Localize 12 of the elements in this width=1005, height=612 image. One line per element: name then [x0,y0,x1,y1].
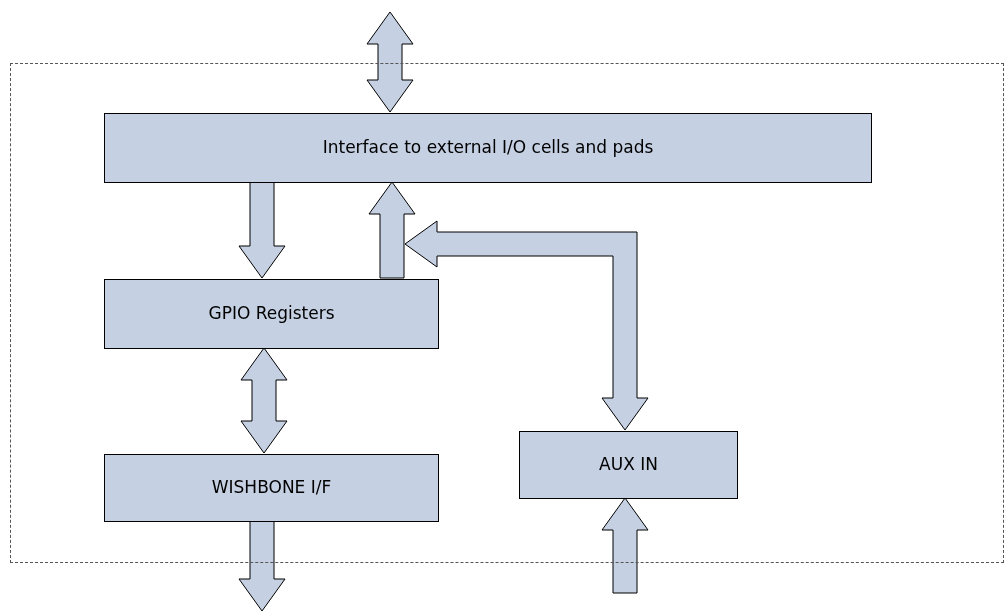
block-arrow [240,347,288,454]
block: AUX IN [519,431,738,499]
block-arrow [238,520,286,612]
dashed-boundary [10,63,1004,563]
block-arrow [366,11,414,113]
block-arrow [404,220,649,431]
block: Interface to external I/O cells and pads [104,113,872,183]
block-arrow [601,497,649,594]
block-arrow [368,181,416,279]
block: GPIO Registers [104,279,439,349]
block: WISHBONE I/F [104,454,439,522]
block-arrow [238,181,286,279]
